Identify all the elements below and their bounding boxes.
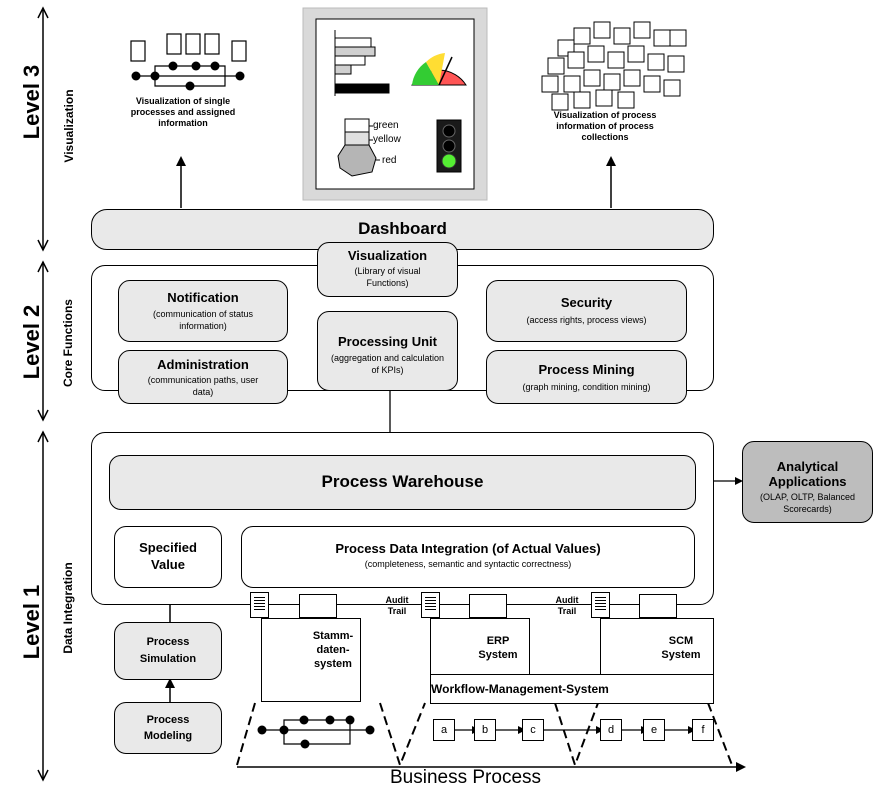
activity-b[interactable]: b [474,719,496,741]
erp-label: ERP System [478,635,518,661]
administration-title: Administration [157,357,249,372]
level2-sub: Core Functions [61,299,75,388]
security-box[interactable]: Security (access rights, process views) [486,280,687,342]
document-icon-2 [421,592,440,618]
specified-value-label: Specified Value [139,540,197,572]
notification-box[interactable]: Notification (communication of status in… [118,280,288,342]
process-graph-left-nodes [257,715,375,749]
audit-trail-label-1: Audit Trail [385,595,409,616]
processing-unit-title: Processing Unit [338,334,437,349]
stammdaten-system-box[interactable]: Stamm-daten-system [261,618,361,702]
business-process-label: Business Process [390,767,542,788]
analytical-title: Analytical Applications [768,459,847,489]
processing-unit-box[interactable]: Processing Unit (aggregation and calcula… [317,311,458,391]
activity-c[interactable]: c [522,719,544,741]
stammdaten-label: Stamm-daten-system [312,630,354,670]
traffic-label-green: green [373,120,399,131]
connector-icon-3 [639,594,677,618]
level1-sub: Data Integration [61,562,75,654]
scm-label: SCM System [661,635,701,661]
specified-value-box[interactable]: Specified Value [114,526,222,588]
visualization-title: Visualization [347,248,428,263]
process-collection-icon [541,21,687,111]
process-simulation-label: Process Simulation [139,636,197,665]
document-icon-1 [250,592,269,618]
scm-system-box[interactable]: SCM System [600,618,714,675]
document-icon-3 [591,592,610,618]
process-warehouse-box[interactable]: Process Warehouse [109,455,696,510]
notification-title: Notification [167,290,239,305]
administration-sub: (communication paths, user data) [147,375,259,397]
activity-e[interactable]: e [643,719,665,741]
activity-a[interactable]: a [433,719,455,741]
process-graph-left [262,719,370,745]
analytical-sub: (OLAP, OLTP, Balanced Scorecards) [759,492,856,514]
dashboard-box[interactable]: Dashboard [91,209,714,250]
level3-sub: Visualization [62,89,76,163]
pdi-title: Process Data Integration (of Actual Valu… [335,541,601,556]
process-modeling-box[interactable]: Process Modeling [114,702,222,754]
processing-unit-sub: (aggregation and calculation of KPIs) [330,353,445,375]
process-simulation-box[interactable]: Process Simulation [114,622,222,680]
process-warehouse-label: Process Warehouse [321,472,484,491]
wfms-box[interactable]: Workflow-Management-System [430,674,714,704]
connector-icon-2 [469,594,507,618]
visualization-box[interactable]: Visualization (Library of visual Functio… [317,242,458,297]
administration-box[interactable]: Administration (communication paths, use… [118,350,288,404]
wfms-label: Workflow-Management-System [431,682,609,696]
connector-icon-1 [299,594,337,618]
process-mining-box[interactable]: Process Mining (graph mining, condition … [486,350,687,404]
traffic-light-chart-icon [337,118,380,177]
visualization-sub: (Library of visual Functions) [354,266,421,288]
gauge-icon [411,53,467,86]
erp-system-box[interactable]: ERP System [430,618,530,675]
analytical-applications-box[interactable]: Analytical Applications (OLAP, OLTP, Bal… [742,441,873,523]
single-process-nodes [131,61,245,91]
dashboard-label: Dashboard [358,219,447,238]
dashed-trapezoids [236,702,733,769]
level-axis [37,6,49,782]
process-mining-title: Process Mining [538,362,635,377]
level1-label: Level 1 [19,584,44,660]
traffic-label-red: red [382,155,397,166]
traffic-light-icon [436,119,462,173]
single-process-icon [130,33,247,87]
process-collection-caption: Visualization of process information of … [553,110,657,142]
activity-f[interactable]: f [692,719,714,741]
audit-trail-label-2: Audit Trail [555,595,579,616]
level3-label: Level 3 [19,64,44,140]
pdi-box[interactable]: Process Data Integration (of Actual Valu… [241,526,695,588]
notification-sub: (communication of status information) [152,309,254,331]
process-modeling-label: Process Modeling [143,714,193,742]
security-sub: (access rights, process views) [526,315,647,325]
activity-d[interactable]: d [600,719,622,741]
pdi-sub: (completeness, semantic and syntactic co… [364,559,572,569]
traffic-label-yellow: yellow [373,134,401,145]
level2-label: Level 2 [19,304,44,380]
single-process-caption: Visualization of single processes and as… [130,96,236,128]
bar-chart-icon [334,30,390,96]
process-mining-sub: (graph mining, condition mining) [522,382,651,392]
security-title: Security [560,295,613,310]
